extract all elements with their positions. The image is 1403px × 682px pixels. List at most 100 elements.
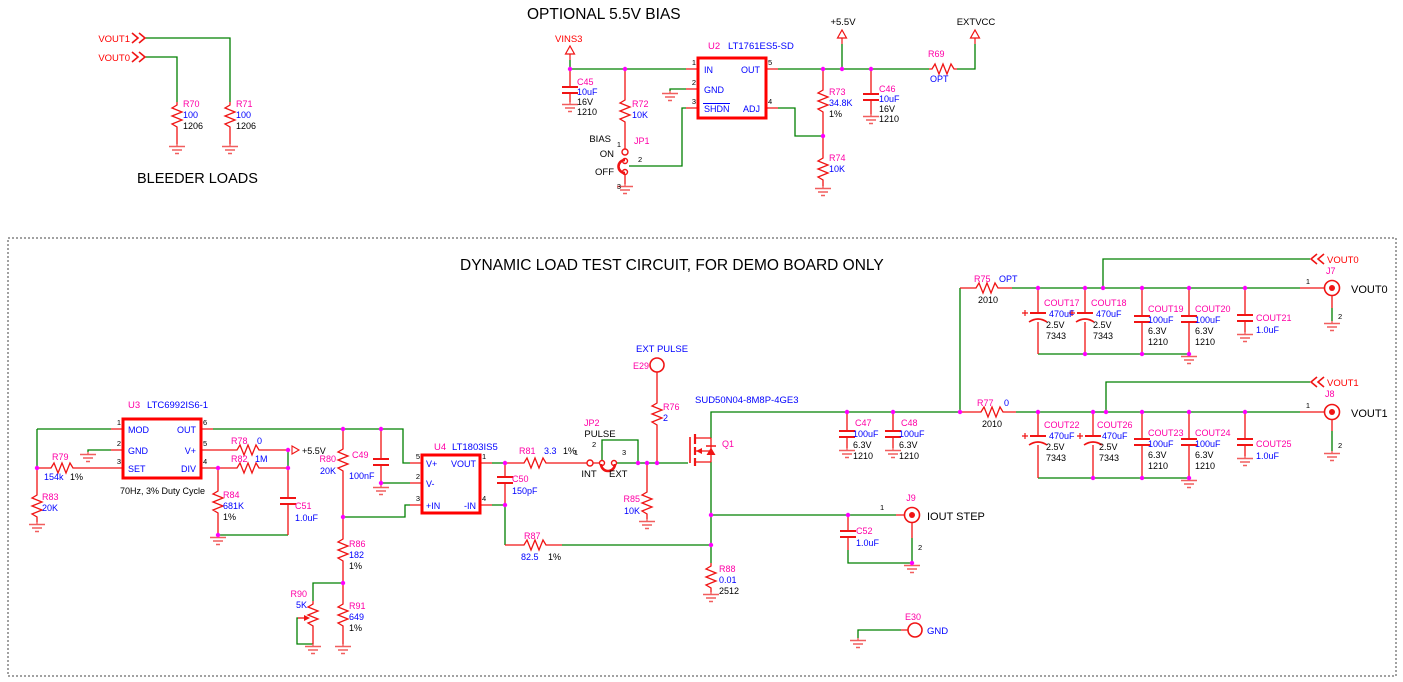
net-chevron-vout1-right-icon bbox=[1310, 376, 1325, 388]
u3-num-4: 4 bbox=[203, 457, 207, 466]
cout23-val: 100uF bbox=[1148, 439, 1174, 449]
u2-pin-gnd: GND bbox=[704, 85, 725, 95]
resistor-R70 bbox=[171, 101, 183, 131]
power-flag-vins3-icon bbox=[564, 45, 576, 61]
cout18-ref: COUT18 bbox=[1091, 298, 1127, 308]
r91-ref: R91 bbox=[349, 601, 366, 611]
e29-ref: E29 bbox=[633, 361, 649, 371]
jp1-ref: JP1 bbox=[634, 136, 650, 146]
capacitor-C51 bbox=[279, 497, 297, 505]
r84-val: 681K bbox=[223, 501, 244, 511]
component-leads bbox=[36, 68, 1333, 644]
r81-tol: 1% bbox=[563, 446, 576, 456]
cout18-val: 470uF bbox=[1096, 309, 1122, 319]
capacitor-C50 bbox=[496, 476, 514, 484]
net-vout0: VOUT0 bbox=[1327, 255, 1359, 266]
r83-ref: R83 bbox=[42, 492, 59, 502]
c45-pkg: 1210 bbox=[577, 107, 597, 117]
u4-ref: U4 bbox=[434, 442, 446, 453]
r84-ref: R84 bbox=[223, 490, 240, 500]
junction-dots bbox=[34, 66, 1248, 586]
u2-num-2: 2 bbox=[692, 78, 696, 87]
u4-part: LT1803IS5 bbox=[452, 442, 498, 453]
j9-ref: J9 bbox=[906, 493, 916, 503]
cout22-v: 2.5V bbox=[1046, 442, 1065, 452]
capacitor-COUT22 bbox=[1021, 432, 1048, 446]
c51-val: 1.0uF bbox=[295, 513, 319, 523]
u4-num-1: 1 bbox=[482, 452, 486, 461]
r76-ref: R76 bbox=[663, 402, 680, 412]
r87-ref: R87 bbox=[524, 531, 541, 541]
c47-val: 100uF bbox=[853, 429, 879, 439]
cout17-val: 470uF bbox=[1049, 309, 1075, 319]
r71-pkg: 1206 bbox=[236, 121, 256, 131]
capacitor-C52 bbox=[839, 530, 857, 538]
u3-note: 70Hz, 3% Duty Cycle bbox=[120, 486, 205, 496]
u4-pin-vout: VOUT bbox=[451, 459, 477, 469]
u2-part: LT1761ES5-SD bbox=[728, 41, 794, 52]
resistor-R87 bbox=[520, 539, 550, 551]
u4-pin-pin: +IN bbox=[426, 501, 440, 511]
j7-name: VOUT0 bbox=[1351, 284, 1388, 296]
u4-num-5: 5 bbox=[416, 452, 420, 461]
r87-val: 82.5 bbox=[521, 552, 539, 562]
u3-ref: U3 bbox=[128, 400, 140, 411]
r79-tol: 1% bbox=[70, 472, 83, 482]
j7-ref: J7 bbox=[1326, 266, 1336, 276]
cout17-pkg: 7343 bbox=[1046, 331, 1066, 341]
net-vout1-bleeder: VOUT1 bbox=[98, 34, 130, 45]
c49-val: 100nF bbox=[349, 471, 375, 481]
c47-v: 6.3V bbox=[853, 440, 872, 450]
cout19-ref: COUT19 bbox=[1148, 304, 1184, 314]
c52-ref: C52 bbox=[856, 526, 873, 536]
cout24-val: 100uF bbox=[1195, 439, 1221, 449]
r81-val: 3.3 bbox=[544, 446, 557, 456]
demo-board-border bbox=[7, 237, 1397, 677]
cout26-v: 2.5V bbox=[1099, 442, 1118, 452]
net-chevron-vout0-icon bbox=[131, 51, 146, 63]
u4-pin-vp: V+ bbox=[426, 459, 437, 469]
cout20-val: 100uF bbox=[1195, 315, 1221, 325]
q1-part: SUD50N04-8M8P-4GE3 bbox=[695, 395, 799, 406]
r77-ref: R77 bbox=[977, 398, 994, 408]
r85-val: 10K bbox=[624, 506, 640, 516]
resistor-R84 bbox=[212, 487, 224, 517]
power-flag-extvcc-icon bbox=[969, 29, 981, 45]
cout24-v: 6.3V bbox=[1195, 450, 1214, 460]
c48-pkg: 1210 bbox=[899, 451, 919, 461]
cout21-ref: COUT21 bbox=[1256, 313, 1292, 323]
potentiometer-R90 bbox=[307, 600, 319, 630]
jp1-num-2: 2 bbox=[638, 155, 642, 164]
net-vout0-bleeder: VOUT0 bbox=[98, 53, 130, 64]
u3-num-3: 3 bbox=[117, 457, 121, 466]
testpoint-E30 bbox=[907, 622, 923, 638]
r82-val: 1M bbox=[255, 454, 268, 464]
resistor-R74 bbox=[817, 154, 829, 184]
r86-ref: R86 bbox=[349, 539, 366, 549]
r69-ref: R69 bbox=[928, 49, 945, 59]
r82-ref: R82 bbox=[231, 454, 248, 464]
u2-pin-shdn: SHDN bbox=[704, 104, 730, 114]
u3-pin-set: SET bbox=[128, 464, 146, 474]
cout20-ref: COUT20 bbox=[1195, 304, 1231, 314]
testpoint-E29 bbox=[649, 357, 665, 373]
net-extvcc: EXTVCC bbox=[957, 17, 996, 28]
power-flag-5v5-mid-icon bbox=[291, 445, 300, 455]
r86-tol: 1% bbox=[349, 561, 362, 571]
cout22-pkg: 7343 bbox=[1046, 453, 1066, 463]
ic-U2-LT1761 bbox=[696, 56, 768, 120]
wiper-arrow-icon bbox=[298, 615, 310, 621]
r78-ref: R78 bbox=[231, 436, 248, 446]
pulse-label: PULSE bbox=[584, 429, 615, 440]
off-label: OFF bbox=[595, 167, 614, 178]
jumper-JP1 bbox=[617, 148, 629, 176]
jp2-num-2: 2 bbox=[592, 440, 596, 449]
r88-pkg: 2512 bbox=[719, 586, 739, 596]
cout24-pkg: 1210 bbox=[1195, 461, 1215, 471]
r77-pkg: 2010 bbox=[982, 419, 1002, 429]
cout20-pkg: 1210 bbox=[1195, 337, 1215, 347]
r84-tol: 1% bbox=[223, 512, 236, 522]
ic-U3-LTC6992 bbox=[121, 417, 203, 480]
resistor-R72 bbox=[619, 96, 631, 126]
